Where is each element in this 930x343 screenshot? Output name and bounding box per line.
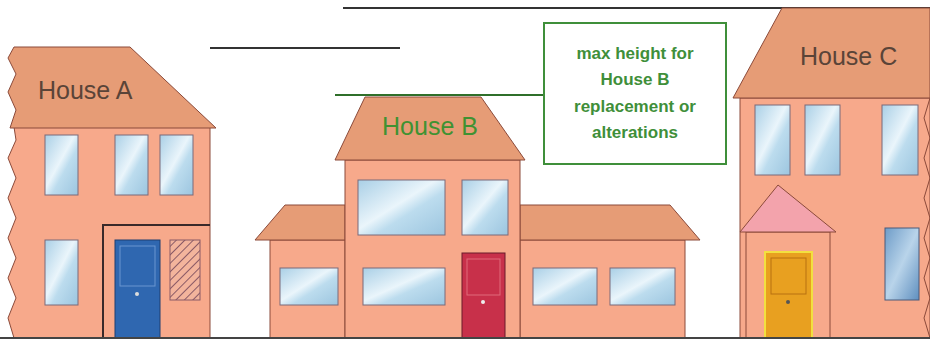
house-wall xyxy=(345,160,520,338)
window xyxy=(882,105,918,175)
door xyxy=(765,252,812,338)
max-height-line xyxy=(335,94,545,96)
window xyxy=(805,105,840,175)
wing-wall xyxy=(270,240,345,338)
window xyxy=(280,268,338,305)
window xyxy=(358,180,445,235)
roof-polygon xyxy=(335,97,525,160)
window xyxy=(115,135,148,195)
house-label: House C xyxy=(800,42,897,71)
window xyxy=(160,135,193,195)
window xyxy=(462,180,508,235)
door xyxy=(462,253,505,338)
wing-roof xyxy=(255,205,345,240)
house-label: House A xyxy=(38,76,133,105)
window xyxy=(885,228,919,300)
house-roof: House A xyxy=(4,46,218,129)
house-roof: House B xyxy=(333,96,527,162)
porch-gable xyxy=(740,185,836,232)
cut-edge xyxy=(924,98,930,338)
hatched-panel xyxy=(170,240,200,300)
door xyxy=(115,240,160,338)
ground-line xyxy=(0,337,930,339)
door-panel xyxy=(771,258,806,294)
window xyxy=(533,268,597,305)
height-line xyxy=(210,47,400,49)
note-text: max height for House B replacement or al… xyxy=(560,41,710,146)
roof-polygon xyxy=(8,47,216,128)
window xyxy=(45,135,78,195)
wing-roof xyxy=(520,205,700,240)
window xyxy=(363,268,445,305)
door-panel xyxy=(120,246,155,286)
door-knocker xyxy=(481,300,485,304)
door-knocker xyxy=(786,300,790,304)
wing-wall xyxy=(520,240,685,338)
roof-polygon xyxy=(733,8,930,98)
porch-wall xyxy=(746,232,830,338)
door-knocker xyxy=(135,292,139,296)
house-roof: House C xyxy=(730,7,930,100)
house-label: House B xyxy=(382,112,478,141)
window xyxy=(610,268,675,305)
window xyxy=(755,105,790,175)
house-wall xyxy=(740,98,930,338)
house-wall xyxy=(8,127,210,338)
porch-outline xyxy=(103,225,210,338)
window xyxy=(45,240,78,305)
door-panel xyxy=(467,259,500,295)
note-box: max height for House B replacement or al… xyxy=(543,22,727,165)
